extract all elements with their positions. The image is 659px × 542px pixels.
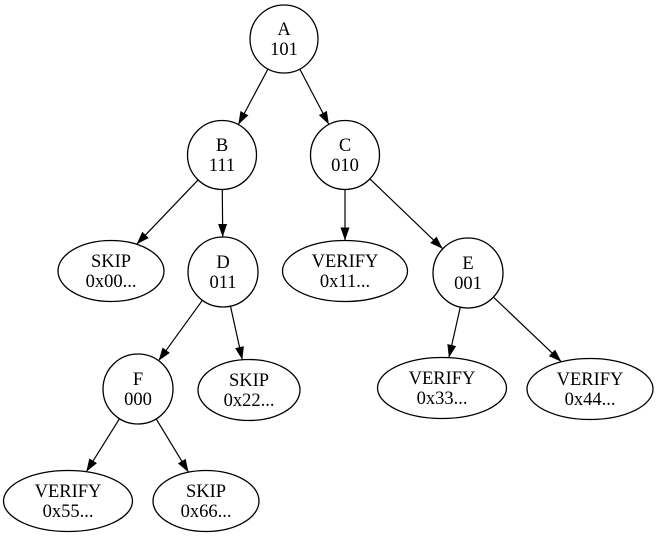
edge-A-B xyxy=(237,68,269,125)
edge-D-F xyxy=(158,299,203,362)
node-F-label-line1: F xyxy=(133,370,143,390)
node-F-circle-shape xyxy=(102,353,174,425)
node-verify-0x55: VERIFY0x55... xyxy=(2,469,134,533)
node-skip-0x66-label-line2: 0x66... xyxy=(181,502,232,522)
edge-F-verify-0x55 xyxy=(85,418,121,473)
node-C-label-line1: C xyxy=(339,136,351,156)
node-skip-0x66-ellipse-shape xyxy=(152,469,260,533)
node-verify-0x11-label-line2: 0x11... xyxy=(320,272,370,292)
node-verify-0x55-ellipse-shape xyxy=(2,469,134,533)
node-skip-0x22-label-line2: 0x22... xyxy=(224,391,275,411)
node-D-circle-shape xyxy=(187,236,259,308)
edge-E-verify-0x33 xyxy=(447,306,461,358)
node-A-label-line2: 101 xyxy=(270,40,298,60)
node-skip-0x22-ellipse-shape xyxy=(197,358,301,422)
edge-A-C xyxy=(299,68,330,125)
node-skip-0x22: SKIP0x22... xyxy=(197,358,301,422)
node-skip-0x00-ellipse-shape xyxy=(57,239,165,303)
edges-layer xyxy=(85,68,562,473)
node-skip-0x66: SKIP0x66... xyxy=(152,469,260,533)
node-E-label-line1: E xyxy=(462,254,473,274)
node-D-label-line2: 011 xyxy=(209,273,236,293)
node-verify-0x55-label-line2: 0x55... xyxy=(43,502,94,522)
node-skip-0x22-label-line1: SKIP xyxy=(229,371,269,391)
node-verify-0x44-label-line1: VERIFY xyxy=(557,370,624,390)
node-skip-0x00: SKIP0x00... xyxy=(57,239,165,303)
node-verify-0x44-label-line2: 0x44... xyxy=(565,390,616,410)
node-skip-0x00-label-line1: SKIP xyxy=(91,252,131,272)
nodes-layer: A101B111C010SKIP0x00...D011VERIFY0x11...… xyxy=(2,4,654,533)
edge-B-skip-0x00 xyxy=(136,179,199,245)
node-verify-0x11-label-line1: VERIFY xyxy=(312,252,379,272)
node-C-circle-shape xyxy=(309,119,381,191)
node-skip-0x00-label-line2: 0x00... xyxy=(86,272,137,292)
node-B-circle-shape xyxy=(186,119,258,191)
node-verify-0x33-label-line2: 0x33... xyxy=(417,389,468,409)
edge-D-skip-0x22 xyxy=(229,306,244,360)
node-verify-0x11: VERIFY0x11... xyxy=(281,239,409,303)
node-verify-0x44-ellipse-shape xyxy=(526,357,654,421)
edge-E-verify-0x44 xyxy=(492,296,562,363)
node-C-label-line2: 010 xyxy=(331,156,359,176)
node-A-circle-shape xyxy=(249,4,319,74)
node-B-label-line1: B xyxy=(216,136,228,156)
node-E-circle-shape xyxy=(432,237,504,309)
node-verify-0x55-label-line1: VERIFY xyxy=(35,482,102,502)
node-A-label-line1: A xyxy=(277,20,291,40)
node-E-label-line2: 001 xyxy=(454,274,482,294)
node-verify-0x33-label-line1: VERIFY xyxy=(409,369,476,389)
node-verify-0x33-ellipse-shape xyxy=(376,356,508,420)
node-verify-0x44: VERIFY0x44... xyxy=(526,357,654,421)
edge-F-skip-0x66 xyxy=(155,418,190,473)
node-skip-0x66-label-line1: SKIP xyxy=(186,482,226,502)
edge-C-E xyxy=(369,178,444,250)
node-verify-0x33: VERIFY0x33... xyxy=(376,356,508,420)
node-verify-0x11-ellipse-shape xyxy=(281,239,409,303)
node-B-label-line2: 111 xyxy=(209,156,235,176)
node-F-label-line2: 000 xyxy=(124,390,152,410)
node-D-label-line1: D xyxy=(216,253,229,273)
